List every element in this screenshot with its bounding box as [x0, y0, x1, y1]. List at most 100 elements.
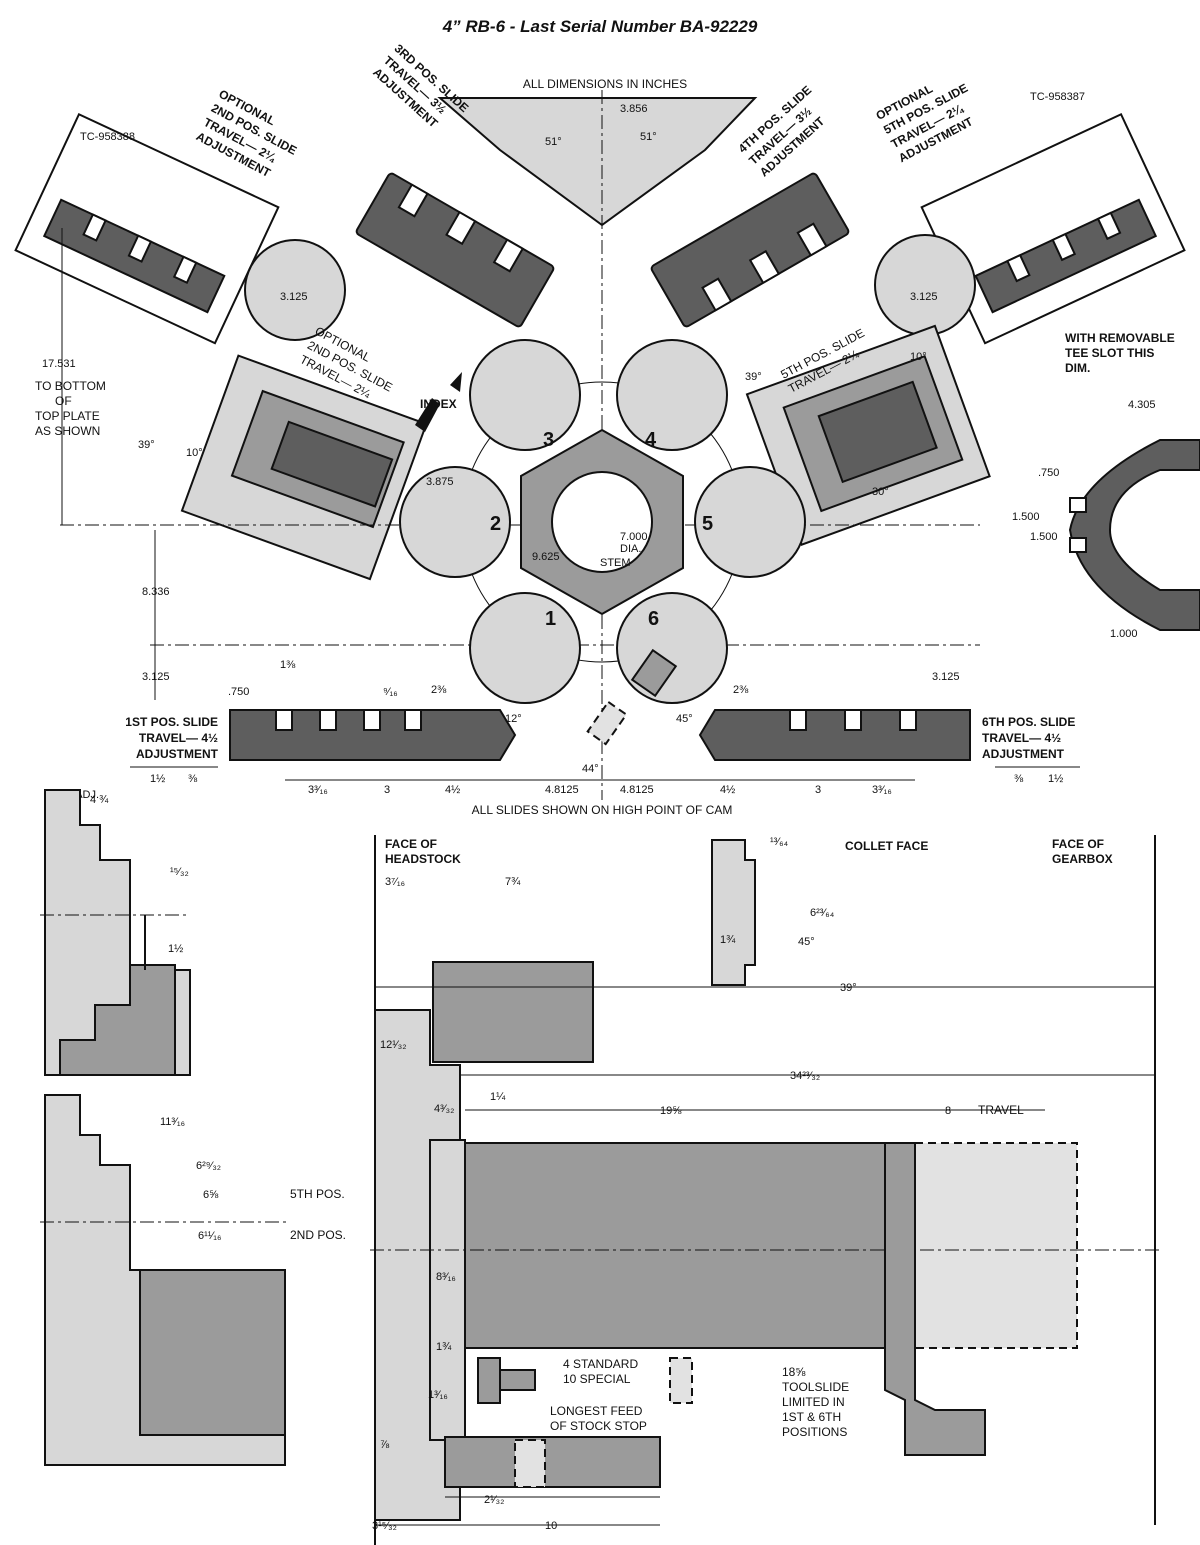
- tee-segment: [1068, 439, 1200, 631]
- upper-tool: [59, 964, 176, 1076]
- dim-13-64: ¹³⁄₆₄: [770, 836, 789, 848]
- dim-7-3-4: 7¾: [505, 876, 521, 888]
- label-6th-slide-l2: TRAVEL— 4½: [982, 731, 1061, 745]
- angle-45: 45°: [676, 713, 693, 725]
- label-opt5-top: OPTIONAL 5TH POS. SLIDE TRAVEL— 2¼ ADJUS…: [874, 81, 976, 165]
- dim-3-l: 3: [384, 784, 390, 796]
- label-3rd-slide: 3RD POS. SLIDE TRAVEL— 3½ ADJUSTMENT: [370, 41, 471, 131]
- dim-750-r: .750: [1038, 467, 1059, 479]
- all-slides-note: ALL SLIDES SHOWN ON HIGH POINT OF CAM: [472, 803, 733, 817]
- toolslide-l2: TOOLSLIDE: [782, 1380, 849, 1394]
- angle-10-left: 10°: [186, 447, 203, 459]
- slide-3rd-position: [355, 172, 555, 328]
- dim-4-3-32: 4³⁄₃₂: [434, 1103, 454, 1115]
- tslot: [445, 210, 477, 246]
- label-1st-slide-l3: ADJUSTMENT: [136, 747, 219, 761]
- spindle-circle-4: [616, 339, 728, 451]
- dim-4305: 4.305: [1128, 399, 1156, 411]
- stem-label: STEM: [600, 557, 631, 569]
- tool-circle-upper-left: [244, 239, 346, 341]
- slide-1st-position: [229, 709, 517, 761]
- angle-39-right: 39°: [745, 371, 762, 383]
- dim-8336: 8.336: [142, 586, 170, 598]
- stock-stop-bar: [499, 1369, 536, 1391]
- tslot: [748, 249, 781, 285]
- position-4: 4: [645, 429, 657, 451]
- tslot: [397, 183, 429, 218]
- dim-1-1-4: 1¼: [490, 1091, 506, 1103]
- lower-tool: [139, 1269, 286, 1436]
- dim-4-3-4: 4 ¾: [90, 794, 109, 806]
- pos2-label: 2ND POS.: [290, 1228, 346, 1242]
- label-6th-slide-l3: ADJUSTMENT: [982, 747, 1065, 761]
- position-5: 5: [702, 513, 713, 535]
- dim-3125-ul: 3.125: [280, 291, 308, 303]
- adj-6th-3-8: ⅜: [1014, 773, 1024, 785]
- position-6: 6: [648, 608, 659, 630]
- adj-6th-1-1-2: 1½: [1048, 773, 1063, 785]
- left-upper-view: 4 ¾ ¹⁵⁄₃₂ 1½: [40, 789, 191, 1076]
- collet-face-label: COLLET FACE: [845, 839, 928, 853]
- upper-tool-block: [432, 961, 594, 1063]
- dim-6-29-32: 6²⁹⁄₃₂: [196, 1160, 221, 1172]
- dim-10: 10: [545, 1520, 557, 1532]
- dim-48125-r: 4.8125: [620, 784, 654, 796]
- side-elevation: FACE OF HEADSTOCK FACE OF GEARBOX 3⁷⁄₁₆ …: [370, 835, 1160, 1545]
- dim-3125-bl: 3.125: [142, 671, 170, 683]
- dim-3856: 3.856: [620, 103, 648, 115]
- position-3: 3: [543, 429, 554, 451]
- angle-51-right: 51°: [640, 131, 657, 143]
- toolslide-l4: 1ST & 6TH: [782, 1410, 841, 1424]
- slide-5th-dark: [817, 380, 938, 484]
- dim-8: 8: [945, 1105, 951, 1117]
- stock-stop-l2: OF STOCK STOP: [550, 1419, 647, 1433]
- dim-1-3-4b: 1¾: [436, 1341, 452, 1353]
- optional-5th-bracket: [920, 112, 1186, 345]
- spindle-circle-5: [694, 466, 806, 578]
- dim-3-r: 3: [815, 784, 821, 796]
- tool-circle-upper-right: [874, 234, 976, 336]
- form-tool-top: [437, 97, 758, 227]
- lower-tool-block: [444, 1436, 661, 1488]
- angle-44: 44°: [582, 763, 599, 775]
- dim-34-23-32: 34²³⁄₃₂: [790, 1070, 820, 1082]
- index-label: INDEX: [420, 397, 457, 411]
- spindle-circle-3: [469, 339, 581, 451]
- stock-stop-l1: LONGEST FEED: [550, 1404, 643, 1418]
- position-2: 2: [490, 513, 501, 535]
- main-toolslide: [464, 1142, 916, 1349]
- label-opt2-top: OPTIONAL 2ND POS. SLIDE TRAVEL— 2¼ ADJUS…: [194, 87, 299, 181]
- bottom-plate-l1: TO BOTTOM: [35, 379, 106, 393]
- stem-dia-unit: DIA.: [620, 543, 641, 555]
- dim-7-8: ⅞: [380, 1439, 390, 1451]
- tslot: [796, 222, 828, 257]
- travel-label: TRAVEL: [978, 1103, 1024, 1117]
- dim-1-3-4: 1¾: [720, 934, 736, 946]
- all-dimensions-note: ALL DIMENSIONS IN INCHES: [523, 77, 687, 91]
- stock-stop-block: [477, 1357, 501, 1404]
- dim-750: .750: [228, 686, 249, 698]
- label-6th-slide-l1: 6TH POS. SLIDE: [982, 715, 1075, 729]
- bottom-plate-l2: OF: [55, 394, 72, 408]
- dim-1-1-2: 1½: [168, 943, 183, 955]
- std-special-l1: 4 STANDARD: [563, 1357, 638, 1371]
- removable-tee-l2: TEE SLOT THIS: [1065, 346, 1154, 360]
- stem-dia: 7.000: [620, 531, 648, 543]
- dim-3-15-32: 3¹⁵⁄₃₂: [372, 1520, 397, 1532]
- angle-45-collet: 45°: [798, 936, 815, 948]
- dim-3-3-16-l: 3³⁄₁₆: [308, 784, 328, 796]
- spindle-circle-6: [616, 592, 728, 704]
- bottom-plate-l3: TOP PLATE: [35, 409, 100, 423]
- dim-2-3-8-l: 2⅜: [431, 684, 447, 696]
- dim-19-5-8: 19⅝: [660, 1105, 682, 1117]
- bottom-plate-l4: AS SHOWN: [35, 424, 100, 438]
- dim-17531: 17.531: [42, 358, 76, 370]
- dim-9625: 9.625: [532, 551, 560, 563]
- dim-15-32: ¹⁵⁄₃₂: [170, 866, 189, 878]
- angle-39-left: 39°: [138, 439, 155, 451]
- left-lower-view: 11³⁄₁₆ 6²⁹⁄₃₂ 6⅝ 6¹¹⁄₁₆ 5TH POS. 2ND POS…: [40, 1094, 346, 1466]
- dim-3-3-16-r: 3³⁄₁₆: [872, 784, 892, 796]
- toolslide-foot: [884, 1142, 986, 1456]
- toolslide-l3: LIMITED IN: [782, 1395, 845, 1409]
- stock-stop-tool: [630, 648, 678, 698]
